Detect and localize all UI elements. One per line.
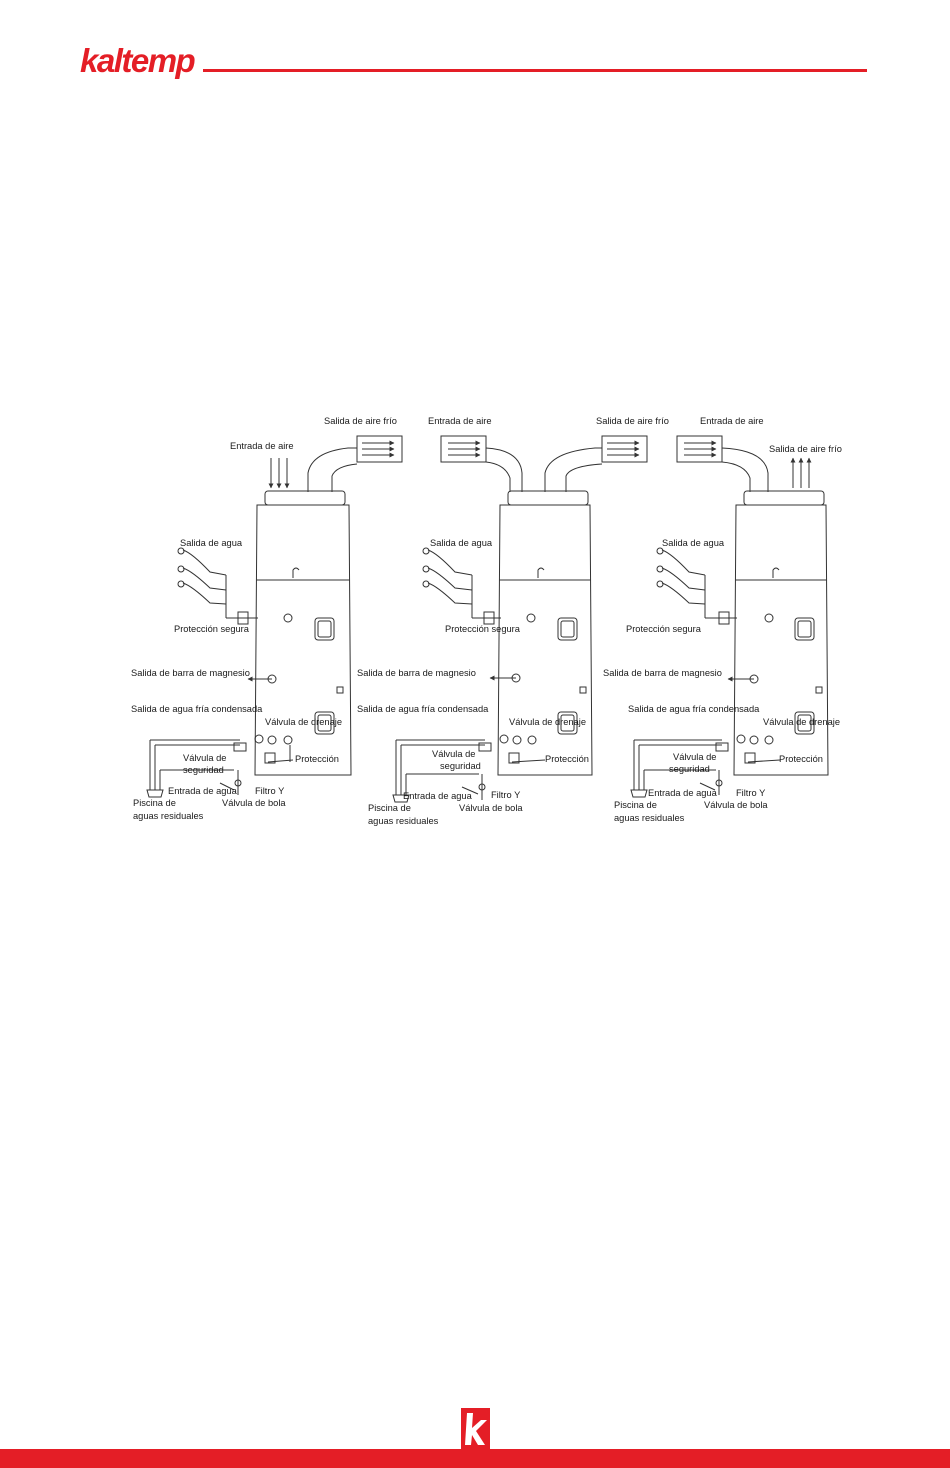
kaltemp-k-mark-icon <box>461 1408 490 1450</box>
unit-2-label-safety-valve-line1: Válvula de <box>432 749 475 759</box>
unit-2-label-ball-valve: Válvula de bola <box>459 803 523 813</box>
unit-3-label-air-inlet: Entrada de aire <box>700 416 764 426</box>
unit-3-label-air-outlet: Salida de aire frío <box>769 444 842 454</box>
unit-3-label-ball-valve: Válvula de bola <box>704 800 768 810</box>
unit-3-labels: Entrada de aire Salida de aire frío Sali… <box>603 416 842 823</box>
unit-2-label-protection: Protección <box>545 754 589 764</box>
unit-2-drawing <box>392 435 648 803</box>
kaltemp-logo: kaltemp <box>80 42 196 79</box>
unit-1-label-water-inlet: Entrada de agua <box>168 786 238 796</box>
unit-2-label-drain-valve: Válvula de drenaje <box>509 717 586 727</box>
unit-3-drawing <box>630 435 829 798</box>
unit-1-label-wastewater-line2: aguas residuales <box>133 811 204 821</box>
unit-1-label-safety-valve-line2: seguridad <box>183 765 224 775</box>
unit-1-label-safety-protection: Protección segura <box>174 624 250 634</box>
unit-1-label-wastewater-line1: Piscina de <box>133 798 176 808</box>
unit-3-label-protection: Protección <box>779 754 823 764</box>
unit-1-label-magnesium-outlet: Salida de barra de magnesio <box>131 668 250 678</box>
unit-2-label-y-filter: Filtro Y <box>491 790 520 800</box>
unit-2-label-wastewater-line1: Piscina de <box>368 803 411 813</box>
unit-1-top-cap <box>264 490 346 506</box>
unit-1-label-y-filter: Filtro Y <box>255 786 284 796</box>
unit-3-label-drain-valve: Válvula de drenaje <box>763 717 840 727</box>
unit-3-label-water-inlet: Entrada de agua <box>648 788 718 798</box>
unit-2-labels: Entrada de aire Salida de aire frío Sali… <box>357 416 669 826</box>
header-rule <box>203 69 867 72</box>
unit-1-drawing <box>146 435 403 798</box>
unit-1-label-ball-valve: Válvula de bola <box>222 798 286 808</box>
unit-2-label-condensate-outlet: Salida de agua fría condensada <box>357 704 489 714</box>
unit-2-label-safety-valve-line2: seguridad <box>440 761 481 771</box>
unit-1-label-condensate-outlet: Salida de agua fría condensada <box>131 704 263 714</box>
unit-2-label-safety-protection: Protección segura <box>445 624 521 634</box>
unit-1-body <box>254 504 352 776</box>
unit-2-label-wastewater-line2: aguas residuales <box>368 816 439 826</box>
unit-1-label-safety-valve-line1: Válvula de <box>183 753 226 763</box>
unit-2-label-magnesium-outlet: Salida de barra de magnesio <box>357 668 476 678</box>
unit-3-label-wastewater-line1: Piscina de <box>614 800 657 810</box>
unit-3-label-water-outlet: Salida de agua <box>662 538 725 548</box>
unit-3-label-y-filter: Filtro Y <box>736 788 765 798</box>
unit-1-label-protection: Protección <box>295 754 339 764</box>
unit-3-label-wastewater-line2: aguas residuales <box>614 813 685 823</box>
unit-2-label-air-inlet: Entrada de aire <box>428 416 492 426</box>
unit-3-label-magnesium-outlet: Salida de barra de magnesio <box>603 668 722 678</box>
unit-3-label-safety-protection: Protección segura <box>626 624 702 634</box>
unit-1-labels: Salida de aire frío Entrada de aire Sali… <box>131 416 397 821</box>
unit-1-label-water-outlet: Salida de agua <box>180 538 243 548</box>
unit-2-label-water-inlet: Entrada de agua <box>403 791 473 801</box>
unit-1-label-air-outlet: Salida de aire frío <box>324 416 397 426</box>
unit-1-air-outlet-box <box>356 435 403 463</box>
unit-3-label-condensate-outlet: Salida de agua fría condensada <box>628 704 760 714</box>
footer-bar <box>0 1449 950 1468</box>
unit-3-label-safety-valve-line2: seguridad <box>669 764 710 774</box>
unit-2-label-water-outlet: Salida de agua <box>430 538 493 548</box>
unit-3-label-safety-valve-line1: Válvula de <box>673 752 716 762</box>
unit-2-label-air-outlet: Salida de aire frío <box>596 416 669 426</box>
unit-1-label-drain-valve: Válvula de drenaje <box>265 717 342 727</box>
unit-1-label-air-inlet: Entrada de aire <box>230 441 294 451</box>
